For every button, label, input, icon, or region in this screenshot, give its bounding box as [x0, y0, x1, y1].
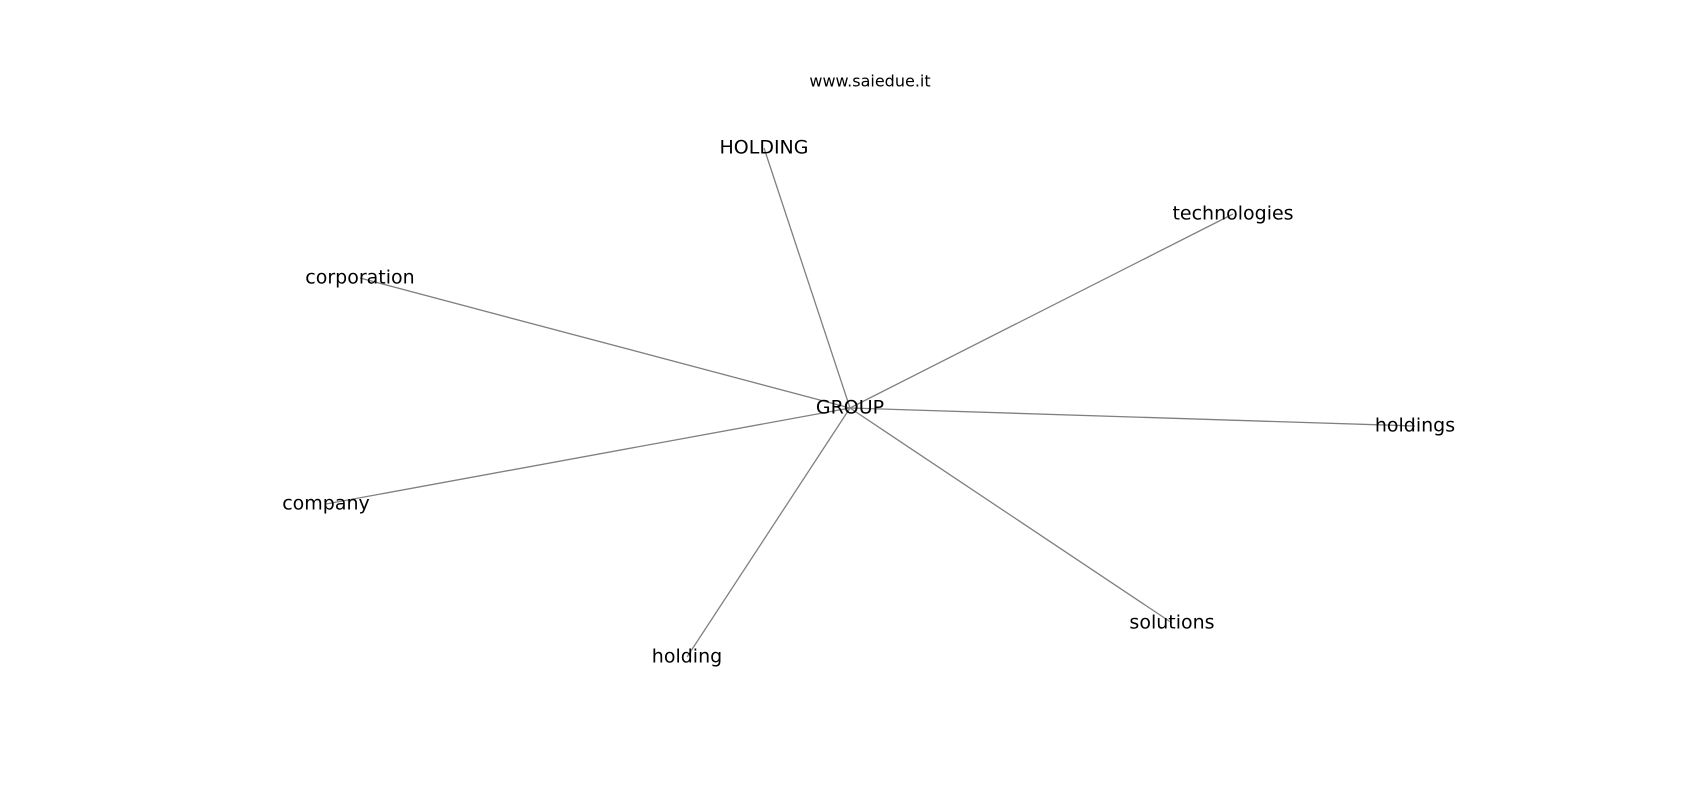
nodes-layer: GROUP HOLDING technologies corporation holdi…: [282, 137, 1455, 668]
node-label-holdings: holdings: [1375, 415, 1455, 437]
edge-group-solutions: [849, 407, 1173, 624]
edges-layer: [325, 147, 1416, 658]
node-label-corporation: corporation: [305, 267, 414, 289]
edge-group-holdings: [849, 407, 1416, 427]
node-label-solutions: solutions: [1129, 612, 1214, 634]
node-label-holding: HOLDING: [720, 137, 809, 159]
edge-group-corporation: [359, 277, 851, 409]
edge-group-company: [325, 407, 851, 505]
edge-group-holding: [686, 407, 851, 658]
node-label-company: company: [282, 493, 370, 515]
edge-group-holding: [763, 147, 851, 409]
node-label-group: GROUP: [816, 397, 884, 419]
edge-group-technologies: [849, 213, 1234, 409]
diagram-title: www.saiedue.it: [809, 72, 930, 91]
node-label-technologies: technologies: [1172, 203, 1293, 225]
node-label-holding: holding: [652, 646, 722, 668]
